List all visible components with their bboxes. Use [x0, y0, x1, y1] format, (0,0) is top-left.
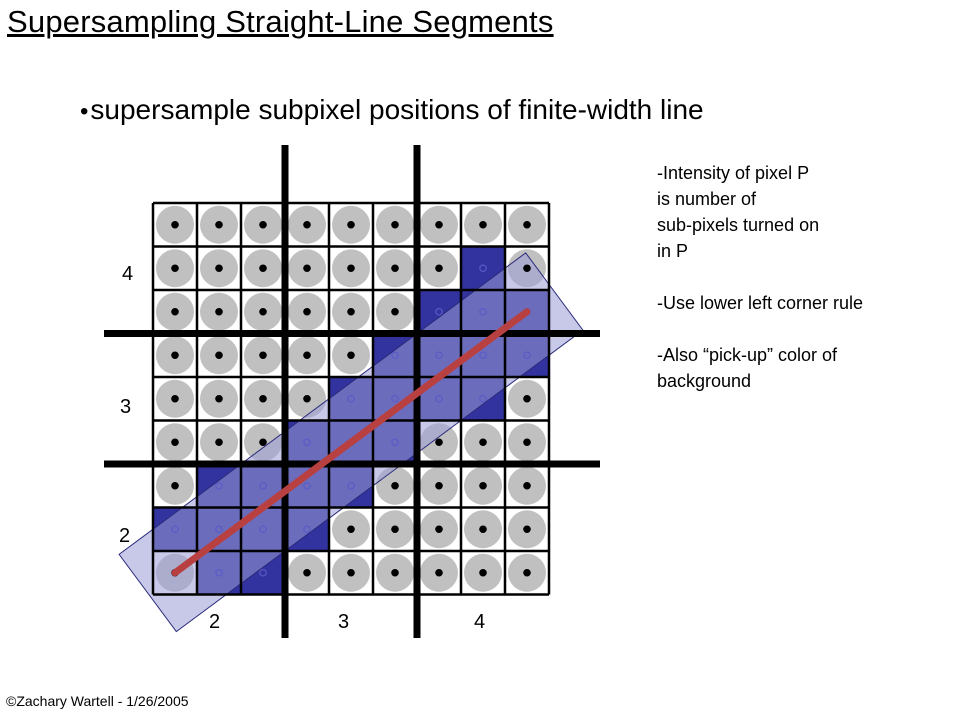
sample-point	[391, 264, 399, 273]
note-line: -Use lower left corner rule	[657, 293, 864, 313]
sample-point	[259, 264, 267, 273]
sample-point	[171, 525, 179, 534]
sample-point	[303, 394, 311, 403]
sample-point	[303, 264, 311, 273]
sample-point	[347, 220, 355, 229]
sample-point	[171, 351, 179, 360]
sample-point	[303, 481, 311, 490]
sample-point	[391, 220, 399, 229]
slide-title: Supersampling Straight-Line Segments	[7, 4, 554, 39]
sample-point	[215, 220, 223, 229]
sample-point	[391, 438, 399, 447]
sample-point	[259, 568, 267, 577]
sample-point	[171, 220, 179, 229]
sample-point	[259, 438, 267, 447]
notes-panel: -Intensity of pixel P is number of sub-p…	[657, 160, 957, 394]
y-axis-label-4: 4	[122, 263, 134, 285]
sample-point	[523, 394, 531, 403]
sample-point	[523, 525, 531, 534]
sample-point	[523, 438, 531, 447]
sample-point	[391, 481, 399, 490]
sample-point	[215, 438, 223, 447]
sample-point	[523, 568, 531, 577]
sample-point	[303, 568, 311, 577]
sample-point	[435, 438, 443, 447]
sample-point	[347, 394, 355, 403]
sample-point	[479, 307, 487, 316]
sample-point	[215, 481, 223, 490]
sample-point	[303, 525, 311, 534]
sample-point	[435, 307, 443, 316]
y-axis-label-2: 2	[119, 525, 131, 547]
sample-point	[171, 481, 179, 490]
sample-point	[479, 481, 487, 490]
sample-point	[391, 307, 399, 316]
sample-point	[347, 264, 355, 273]
note-line: in P	[657, 241, 689, 261]
note-line: sub-pixels turned on	[657, 215, 820, 235]
sample-point	[259, 481, 267, 490]
sample-point	[259, 525, 267, 534]
sample-point	[435, 394, 443, 403]
y-axis-label-3: 3	[120, 396, 132, 418]
sample-point	[347, 351, 355, 360]
sample-point	[347, 307, 355, 316]
sample-point	[479, 220, 487, 229]
sample-point	[171, 264, 179, 273]
sample-point	[215, 264, 223, 273]
sample-point	[479, 525, 487, 534]
footer-credit: ©Zachary Wartell - 1/26/2005	[6, 693, 189, 709]
sample-point	[215, 351, 223, 360]
ideal-line-segment	[171, 308, 531, 577]
note-line: -Intensity of pixel P	[657, 163, 810, 183]
sample-point	[479, 438, 487, 447]
sample-point	[171, 307, 179, 316]
note-line: background	[657, 371, 752, 391]
sample-point	[347, 481, 355, 490]
sample-point	[391, 525, 399, 534]
x-axis-label-4: 4	[474, 611, 486, 633]
note-line: -Also “pick-up” color of	[657, 345, 838, 365]
sample-point	[479, 351, 487, 360]
bullet-point: •supersample subpixel positions of finit…	[80, 94, 704, 126]
sample-point	[171, 394, 179, 403]
bullet-icon: •	[80, 98, 89, 125]
sample-point	[303, 220, 311, 229]
sample-point	[347, 568, 355, 577]
sample-point	[215, 394, 223, 403]
sample-point	[435, 525, 443, 534]
sample-point	[435, 568, 443, 577]
sample-point	[303, 307, 311, 316]
sample-point	[391, 394, 399, 403]
sample-point	[259, 307, 267, 316]
sample-point	[479, 568, 487, 577]
bullet-text: supersample subpixel positions of finite…	[90, 94, 704, 125]
sample-point	[479, 264, 487, 273]
sample-point	[523, 351, 531, 360]
sample-point	[391, 351, 399, 360]
sample-point	[259, 394, 267, 403]
sample-point	[391, 568, 399, 577]
sample-point	[435, 351, 443, 360]
sample-point	[479, 394, 487, 403]
sample-point	[215, 568, 223, 577]
sample-point	[435, 220, 443, 229]
sample-point	[171, 438, 179, 447]
sample-point	[215, 525, 223, 534]
note-line: is number of	[657, 189, 757, 209]
sample-point	[523, 481, 531, 490]
sample-point	[303, 438, 311, 447]
sample-point	[259, 351, 267, 360]
sample-point	[523, 220, 531, 229]
sample-point	[523, 264, 531, 273]
sample-point	[435, 481, 443, 490]
sample-point	[259, 220, 267, 229]
sample-point	[347, 525, 355, 534]
x-axis-label-2: 2	[209, 611, 221, 633]
sample-point	[435, 264, 443, 273]
sample-point	[303, 351, 311, 360]
sample-point	[215, 307, 223, 316]
x-axis-label-3: 3	[338, 611, 350, 633]
